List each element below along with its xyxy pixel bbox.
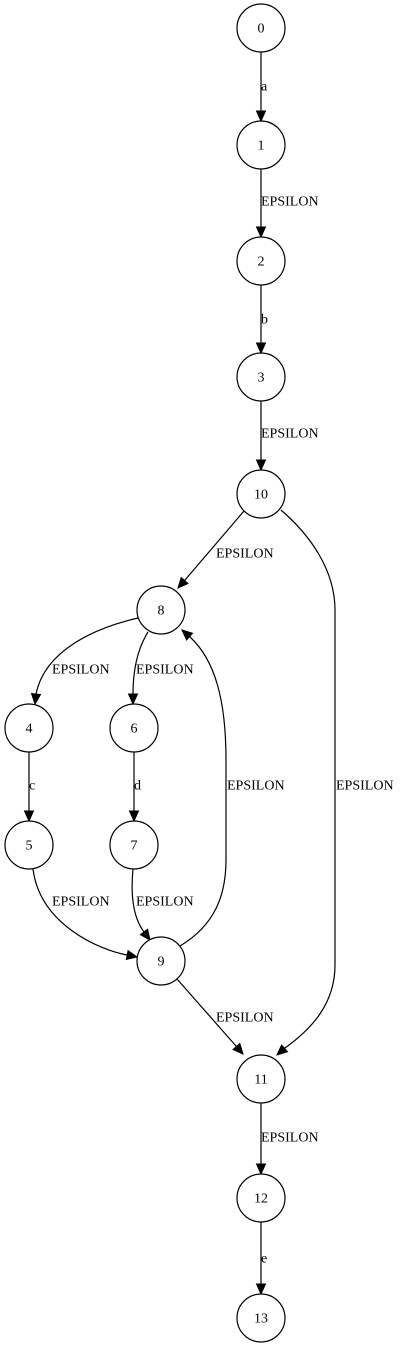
- state-label: 1: [258, 139, 265, 154]
- edge-line: [179, 629, 227, 947]
- arrowhead-icon: [127, 693, 139, 706]
- arrowhead-icon: [128, 810, 140, 823]
- state-circle: [4, 703, 54, 753]
- state-circle: [236, 1293, 286, 1343]
- state-node-8: 8: [136, 585, 186, 635]
- arrowhead-icon: [255, 110, 267, 123]
- edge-label: EPSILON: [216, 547, 274, 562]
- state-label: 2: [258, 255, 265, 270]
- arrowhead-icon: [125, 949, 139, 961]
- edge-3-to-10: EPSILON: [255, 401, 319, 472]
- state-circle: [236, 3, 286, 53]
- edge-6-to-7: d: [128, 752, 141, 823]
- state-circle: [236, 120, 286, 170]
- state-label: 9: [158, 955, 165, 970]
- edge-0-to-1: a: [255, 52, 268, 123]
- arrowhead-icon: [139, 928, 151, 941]
- edge-label: a: [261, 80, 268, 95]
- state-node-12: 12: [236, 1173, 286, 1223]
- state-circle: [109, 820, 159, 870]
- edge-label: EPSILON: [136, 895, 194, 910]
- edge-9-to-8: EPSILON: [179, 629, 285, 947]
- edge-label: EPSILON: [227, 779, 285, 794]
- state-label: 0: [258, 22, 265, 37]
- edge-11-to-12: EPSILON: [255, 1103, 319, 1176]
- state-node-2: 2: [236, 236, 286, 286]
- arrowhead-icon: [255, 459, 267, 472]
- state-circle: [236, 236, 286, 286]
- state-label: 4: [26, 722, 33, 737]
- state-node-0: 0: [236, 3, 286, 53]
- edge-label: EPSILON: [336, 779, 394, 794]
- state-node-4: 4: [4, 703, 54, 753]
- edge-line: [32, 868, 138, 958]
- edge-label: e: [261, 1252, 267, 1267]
- state-label: 6: [131, 722, 138, 737]
- state-node-6: 6: [109, 703, 159, 753]
- state-circle: [136, 585, 186, 635]
- edge-5-to-9: EPSILON: [32, 868, 139, 961]
- state-circle: [109, 703, 159, 753]
- state-circle: [236, 469, 286, 519]
- edge-8-to-4: EPSILON: [30, 617, 139, 706]
- state-node-9: 9: [136, 936, 186, 986]
- edge-line: [276, 509, 336, 1056]
- arrowhead-icon: [181, 629, 194, 641]
- state-label: 7: [131, 839, 138, 854]
- arrowhead-icon: [276, 1044, 289, 1056]
- arrowhead-icon: [232, 1042, 244, 1055]
- edge-1-to-2: EPSILON: [255, 169, 319, 239]
- edge-label: EPSILON: [261, 195, 319, 210]
- edge-2-to-3: b: [255, 285, 268, 355]
- edge-8-to-6: EPSILON: [127, 631, 194, 706]
- state-label: 11: [254, 1073, 267, 1088]
- edge-label: c: [29, 779, 35, 794]
- edge-label: EPSILON: [136, 663, 194, 678]
- edge-label: EPSILON: [216, 1011, 274, 1026]
- edge-label: EPSILON: [52, 663, 110, 678]
- arrowhead-icon: [255, 226, 267, 239]
- edge-7-to-9: EPSILON: [131, 868, 194, 941]
- state-label: 5: [26, 839, 33, 854]
- edge-label: b: [261, 313, 268, 328]
- edge-10-to-8: EPSILON: [177, 510, 274, 589]
- edge-9-to-11: EPSILON: [176, 978, 274, 1055]
- state-circle: [136, 936, 186, 986]
- state-circle: [236, 352, 286, 402]
- state-label: 10: [254, 488, 268, 503]
- arrowhead-icon: [255, 1283, 267, 1296]
- edge-4-to-5: c: [23, 752, 35, 823]
- state-node-13: 13: [236, 1293, 286, 1343]
- state-label: 13: [254, 1312, 268, 1327]
- state-node-7: 7: [109, 820, 159, 870]
- state-label: 8: [158, 604, 165, 619]
- state-node-1: 1: [236, 120, 286, 170]
- arrowhead-icon: [255, 1163, 267, 1176]
- edge-label: EPSILON: [261, 1131, 319, 1146]
- state-circle: [4, 820, 54, 870]
- state-node-11: 11: [236, 1054, 286, 1104]
- edge-line: [34, 617, 139, 705]
- state-node-10: 10: [236, 469, 286, 519]
- arrowhead-icon: [255, 342, 267, 355]
- edge-label: d: [134, 779, 141, 794]
- arrowhead-icon: [177, 576, 189, 589]
- state-circle: [236, 1173, 286, 1223]
- arrowhead-icon: [23, 810, 35, 823]
- edge-label: EPSILON: [52, 895, 110, 910]
- state-label: 12: [254, 1192, 268, 1207]
- edge-10-to-11: EPSILON: [276, 509, 394, 1056]
- state-label: 3: [258, 371, 265, 386]
- edge-label: EPSILON: [261, 427, 319, 442]
- state-node-5: 5: [4, 820, 54, 870]
- state-circle: [236, 1054, 286, 1104]
- arrowhead-icon: [30, 693, 42, 706]
- edge-12-to-13: e: [255, 1222, 267, 1296]
- state-node-3: 3: [236, 352, 286, 402]
